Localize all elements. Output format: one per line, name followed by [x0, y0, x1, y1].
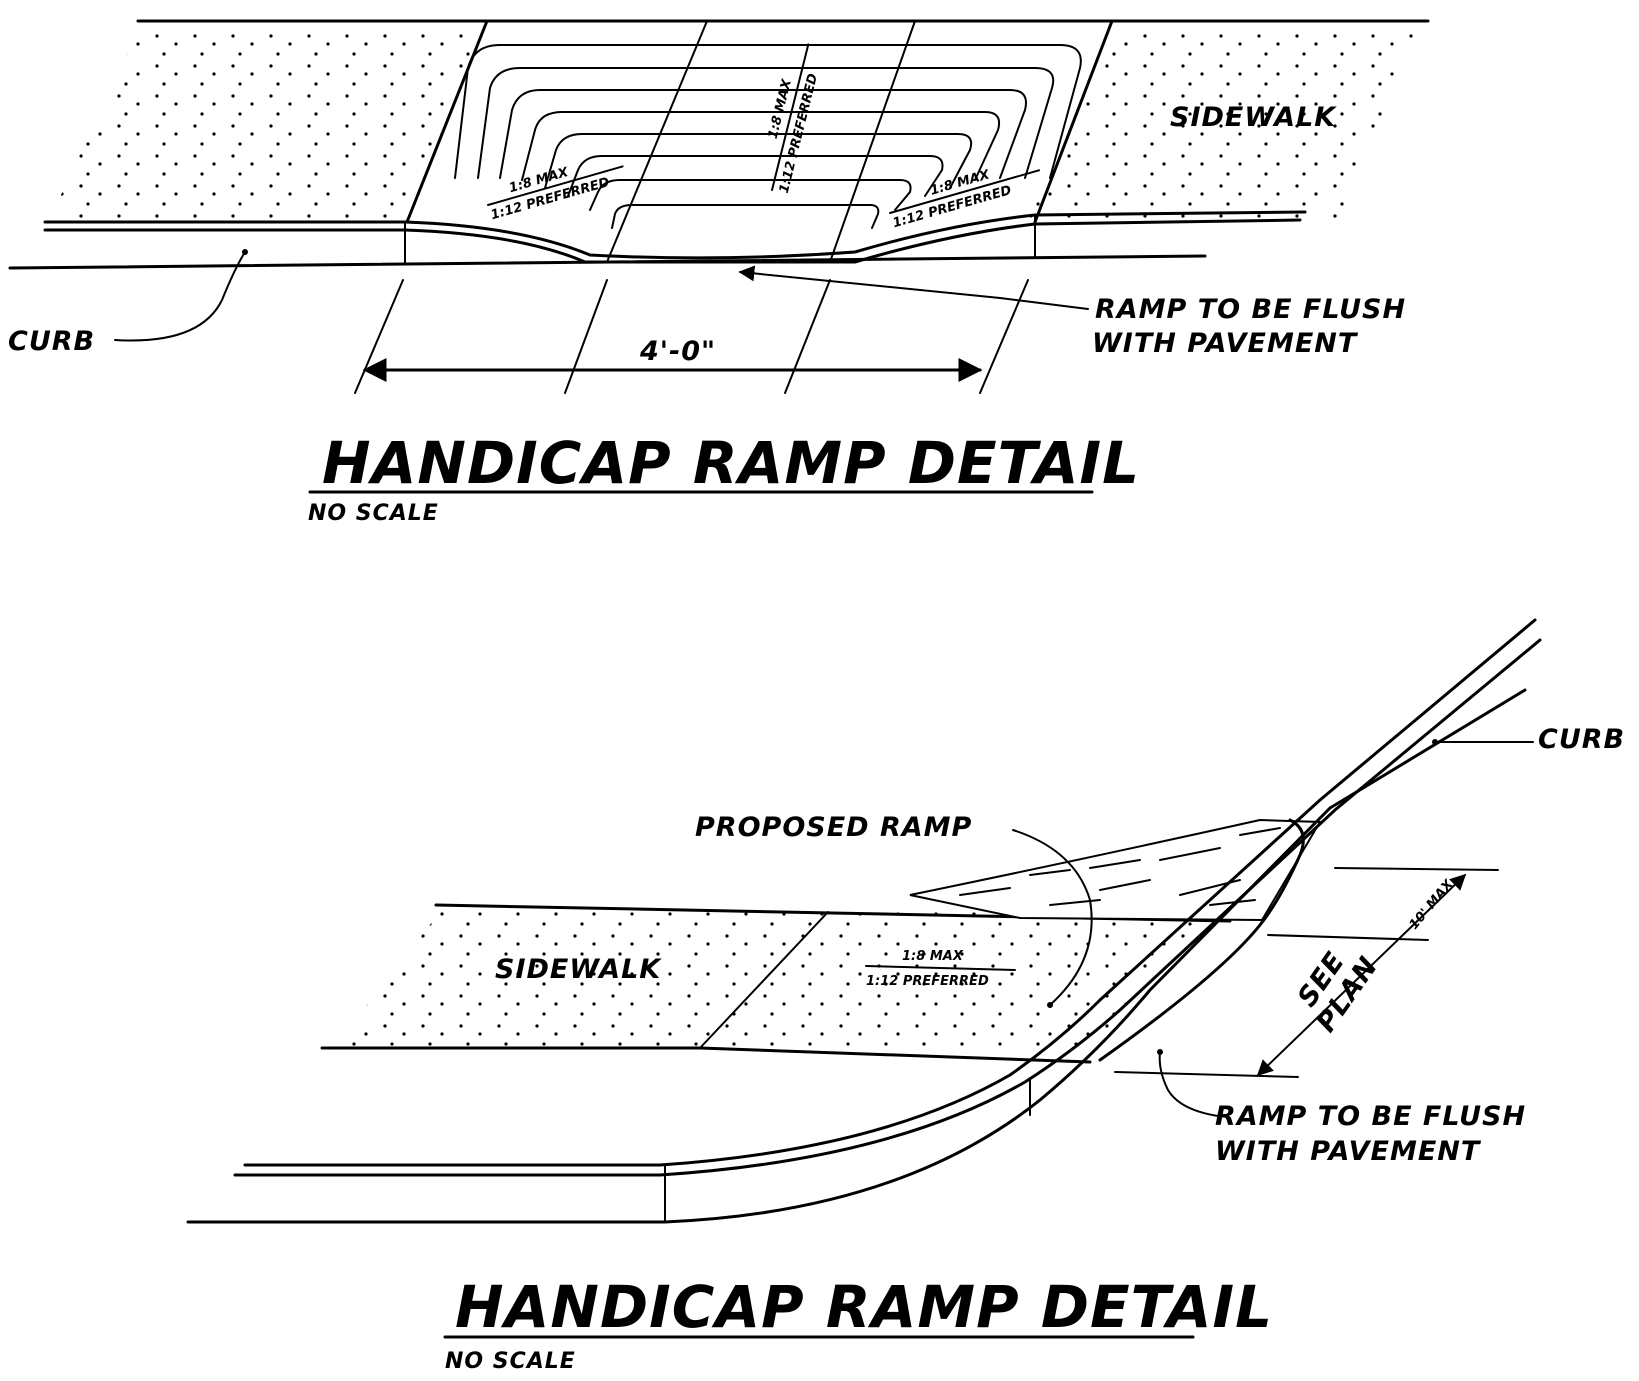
- top-scale-note: NO SCALE: [308, 501, 439, 526]
- bottom-min-width: 10' MAX: [1407, 877, 1457, 933]
- top-curb-label: CURB: [8, 326, 95, 357]
- top-dim-ext-3: [784, 279, 831, 394]
- top-sidewalk-stipple-right: [1030, 28, 1420, 218]
- top-ramp-right-flare: [1033, 19, 1114, 224]
- bottom-min-width-annotation: 10' MAX: [1407, 877, 1457, 933]
- bottom-slope-pref: 1:12 PREFERRED: [866, 974, 989, 989]
- bottom-ramp-surface-edge: [698, 1046, 1092, 1064]
- bottom-curb-mid-line: [233, 638, 1542, 1177]
- top-sidewalk-label: SIDEWALK: [1170, 102, 1337, 133]
- top-slope-left: 1:8 MAX 1:12 PREFERRED: [487, 165, 624, 223]
- bottom-curb-label: CURB: [1538, 724, 1625, 755]
- bottom-ramp-hatching: [959, 827, 1281, 906]
- bottom-flush-leader: [1158, 1051, 1219, 1117]
- top-curb-leader: [114, 251, 246, 342]
- bottom-proposed-ramp-leader: [1012, 829, 1093, 1006]
- top-flush-leader: [738, 265, 1089, 310]
- bottom-proposed-ramp-label: PROPOSED RAMP: [695, 812, 972, 843]
- top-ramp-detail: 4'-0" 1:8 MAX 1:12 PREFERRED 1:8 MAX 1:1…: [8, 19, 1430, 526]
- top-flush-note-line2: WITH PAVEMENT: [1092, 328, 1359, 359]
- top-flush-note-line1: RAMP TO BE FLUSH: [1095, 294, 1406, 325]
- bottom-dimension-diagonal: [1256, 873, 1467, 1077]
- bottom-sidewalk-label: SIDEWALK: [495, 954, 662, 985]
- top-detail-title: HANDICAP RAMP DETAIL: [322, 429, 1140, 497]
- bottom-scale-note: NO SCALE: [445, 1349, 576, 1374]
- bottom-detail-title: HANDICAP RAMP DETAIL: [455, 1273, 1273, 1341]
- bottom-curb-front-line: [186, 688, 1527, 1224]
- top-slope-center-max: 1:8 MAX: [766, 77, 796, 141]
- bottom-flush-note-line2: WITH PAVEMENT: [1215, 1136, 1482, 1167]
- bottom-slope-annotation: 1:8 MAX 1:12 PREFERRED: [865, 949, 1016, 989]
- bottom-curb-back-line: [243, 618, 1537, 1167]
- top-ramp-grid-line-2: [829, 20, 916, 263]
- bottom-flush-note-line1: RAMP TO BE FLUSH: [1215, 1101, 1526, 1132]
- bottom-guide-line-3: [1114, 1071, 1299, 1078]
- top-width-dimension: 4'-0": [639, 336, 716, 367]
- bottom-sidewalk-stipple: [330, 912, 1215, 1052]
- bottom-see-plan-annotation: SEE PLAN: [1292, 946, 1385, 1038]
- top-curb-front-line: [8, 254, 1207, 270]
- bottom-guide-line-2: [1267, 934, 1429, 941]
- top-dim-ext-2: [564, 279, 608, 394]
- top-ramp-grid-line-1: [606, 20, 708, 263]
- bottom-ramp-detail: 10' MAX SEE PLAN 1:8 MAX 1:12 PREFERRED …: [186, 618, 1625, 1374]
- top-dim-ext-1: [354, 279, 404, 394]
- bottom-sidewalk-joint: [699, 911, 829, 1049]
- top-sidewalk-stipple-left: [50, 28, 485, 218]
- top-ramp-contours: [454, 44, 1082, 229]
- bottom-guide-line-1: [1334, 867, 1499, 871]
- top-curb-back-line: [43, 210, 1307, 260]
- top-dim-ext-4: [979, 279, 1029, 394]
- top-slope-center: 1:8 MAX 1:12 PREFERRED: [766, 43, 821, 195]
- bottom-slope-max: 1:8 MAX: [902, 949, 964, 964]
